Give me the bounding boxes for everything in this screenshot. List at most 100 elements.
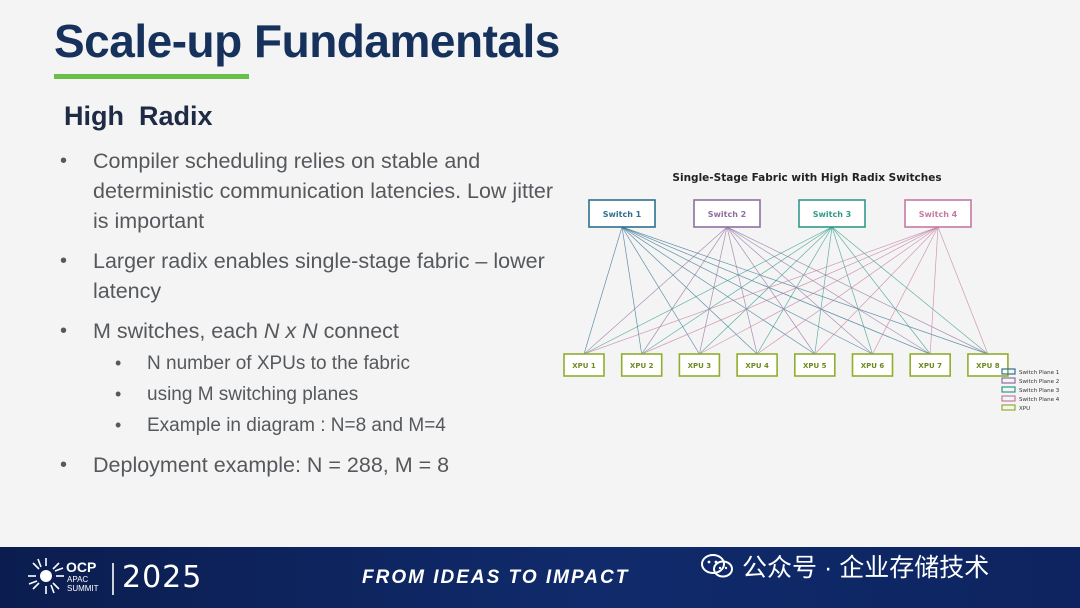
legend-label: Switch Plane 4 [1019, 397, 1060, 403]
footer-bar [0, 547, 1080, 608]
fabric-link [583, 226, 623, 355]
footer-tagline: FROM IDEAS TO IMPACT [362, 567, 630, 588]
legend-item: Switch Plane 2 [1001, 377, 1059, 385]
xpu-node: XPU 4 [736, 353, 778, 377]
fabric-link [699, 226, 833, 355]
fabric-link [872, 226, 939, 355]
xpu-box [909, 353, 952, 377]
xpu-box [678, 353, 721, 377]
legend-swatch [1001, 386, 1016, 393]
fabric-link [814, 226, 833, 355]
sub-bullet-item: using M switching planes [58, 379, 558, 410]
xpu-label: XPU 3 [688, 362, 712, 370]
fabric-links [583, 226, 989, 355]
legend-item: Switch Plane 3 [1001, 386, 1060, 394]
switch-label: Switch 4 [919, 210, 958, 219]
bullet-text-pre: M switches, each [93, 319, 264, 343]
switch-node: Switch 4 [904, 199, 972, 228]
fabric-diagram: Single-Stage Fabric with High Radix Swit… [555, 160, 1075, 430]
fabric-link [756, 226, 939, 355]
xpu-label: XPU 7 [918, 362, 942, 370]
fabric-link [937, 226, 989, 355]
fabric-link [726, 226, 931, 355]
legend-item: Switch Plane 1 [1001, 368, 1059, 376]
switch-label: Switch 2 [708, 210, 747, 219]
xpu-box [967, 353, 1009, 377]
fabric-link [641, 226, 833, 355]
switch-node: Switch 2 [693, 199, 761, 228]
bullet-item: M switches, each N x N connect [58, 316, 558, 346]
xpu-label: XPU 1 [572, 362, 596, 370]
ocp-sunburst-icon [28, 558, 64, 594]
fabric-link [621, 226, 758, 355]
switch-box [798, 199, 866, 228]
xpu-box [794, 353, 836, 377]
legend-label: XPU [1019, 406, 1030, 412]
footer-divider [112, 563, 114, 595]
fabric-link [621, 226, 815, 355]
fabric-link [621, 226, 643, 355]
fabric-link [726, 226, 816, 355]
fabric-link [699, 226, 939, 355]
xpu-box [563, 353, 605, 377]
switch-box [904, 199, 972, 228]
xpu-label: XPU 6 [861, 362, 885, 370]
xpu-box [851, 353, 894, 377]
bullet-text-italic: N x N [263, 319, 318, 343]
fabric-link [726, 226, 758, 355]
watermark-text: 公众号 · 企业存储技术 [742, 554, 990, 582]
ocp-brand: OCP [66, 559, 97, 575]
title-underline [54, 74, 249, 79]
legend-item: Switch Plane 4 [1001, 395, 1060, 403]
slide-title: Scale-up Fundamentals [54, 15, 560, 67]
switch-node: Switch 3 [798, 199, 866, 228]
legend-swatch [1001, 404, 1016, 411]
fabric-link [929, 226, 939, 355]
footer-year: 2025 [122, 560, 203, 595]
fabric-diagram-svg: Single-Stage Fabric with High Radix Swit… [563, 172, 1060, 412]
switch-label: Switch 3 [813, 210, 852, 219]
bullet-text-post: connect [317, 319, 399, 343]
legend-label: Switch Plane 3 [1019, 388, 1060, 394]
fabric-link [621, 226, 989, 355]
switch-box [588, 199, 656, 228]
fabric-link [699, 226, 728, 355]
diagram-title: Single-Stage Fabric with High Radix Swit… [672, 172, 941, 184]
watermark: 公众号 · 企业存储技术 [700, 548, 989, 584]
fabric-link [726, 226, 873, 355]
bullet-item: Deployment example: N = 288, M = 8 [58, 450, 558, 480]
ocp-brand-sub: APAC SUMMIT [67, 575, 99, 593]
fabric-link [583, 226, 939, 355]
fabric-link [756, 226, 833, 355]
fabric-link [831, 226, 873, 355]
wechat-icon [701, 554, 733, 578]
ocp-sub-summit: SUMMIT [67, 584, 99, 593]
fabric-link [621, 226, 931, 355]
switch-node: Switch 1 [588, 199, 656, 228]
xpu-label: XPU 2 [630, 362, 654, 370]
legend-swatch [1001, 395, 1016, 402]
fabric-link [583, 226, 833, 355]
fabric-link [621, 226, 700, 355]
fabric-link [831, 226, 989, 355]
fabric-link [831, 226, 931, 355]
xpu-label: XPU 4 [745, 362, 769, 370]
xpu-node: XPU 2 [620, 353, 663, 377]
switch-box [693, 199, 761, 228]
xpu-label: XPU 8 [976, 362, 1000, 370]
legend-swatch [1001, 377, 1016, 384]
xpu-label: XPU 5 [803, 362, 827, 370]
slide-subtitle: High Radix [64, 101, 213, 131]
legend-label: Switch Plane 2 [1019, 379, 1059, 385]
xpu-node: XPU 5 [794, 353, 836, 377]
bullet-item: Compiler scheduling relies on stable and… [58, 146, 558, 236]
fabric-link [621, 226, 873, 355]
xpu-box [736, 353, 778, 377]
xpu-node: XPU 3 [678, 353, 721, 377]
xpu-node: XPU 1 [563, 353, 605, 377]
fabric-link [583, 226, 728, 355]
fabric-link [641, 226, 728, 355]
fabric-link [726, 226, 989, 355]
ocp-sub-apac: APAC [67, 575, 89, 584]
